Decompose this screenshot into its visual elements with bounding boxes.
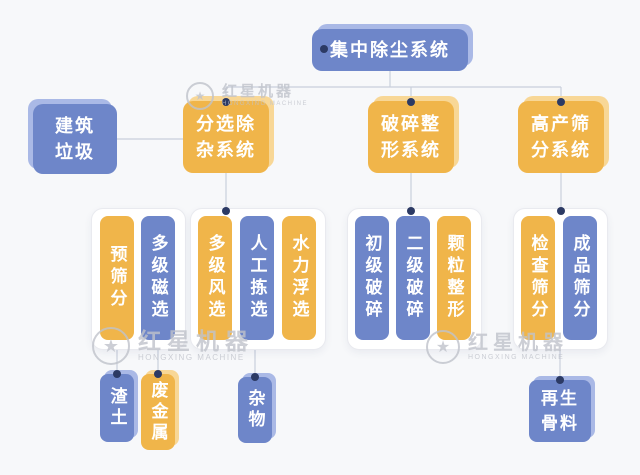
node-slag: 渣土 xyxy=(100,374,134,442)
node-check-screening: 检查筛分 xyxy=(521,216,555,340)
junction-dot xyxy=(407,207,415,215)
node-crushing-system: 破碎整 形系统 xyxy=(368,101,454,173)
node-scrap-metal: 废金属 xyxy=(141,374,175,450)
node-construction-waste: 建筑 垃圾 xyxy=(33,104,117,174)
node-particle-shaping: 颗粒整形 xyxy=(437,216,471,340)
node-magnetic-separation: 多级磁选 xyxy=(141,216,175,340)
junction-dot xyxy=(557,207,565,215)
junction-dot xyxy=(407,98,415,106)
node-pre-screening: 预筛分 xyxy=(100,216,134,340)
junction-dot xyxy=(222,98,230,106)
node-manual-picking: 人工拣选 xyxy=(240,216,274,340)
node-dust-collection-system: 集中除尘系统 xyxy=(312,29,468,71)
node-debris: 杂物 xyxy=(238,377,272,443)
node-air-separation: 多级风选 xyxy=(198,216,232,340)
node-product-screening: 成品筛分 xyxy=(563,216,597,340)
node-primary-crushing: 初级破碎 xyxy=(355,216,389,340)
node-sorting-system: 分选除 杂系统 xyxy=(183,101,269,173)
junction-dot xyxy=(557,98,565,106)
node-secondary-crushing: 二级破碎 xyxy=(396,216,430,340)
junction-dot xyxy=(251,373,259,381)
junction-dot xyxy=(154,370,162,378)
node-hydraulic-flotation: 水力浮选 xyxy=(282,216,316,340)
junction-dot xyxy=(113,370,121,378)
node-recycled-aggregate: 再生 骨料 xyxy=(529,380,591,442)
junction-dot xyxy=(222,207,230,215)
node-screening-system: 高产筛 分系统 xyxy=(518,101,604,173)
junction-dot xyxy=(320,45,328,53)
junction-dot xyxy=(556,376,564,384)
